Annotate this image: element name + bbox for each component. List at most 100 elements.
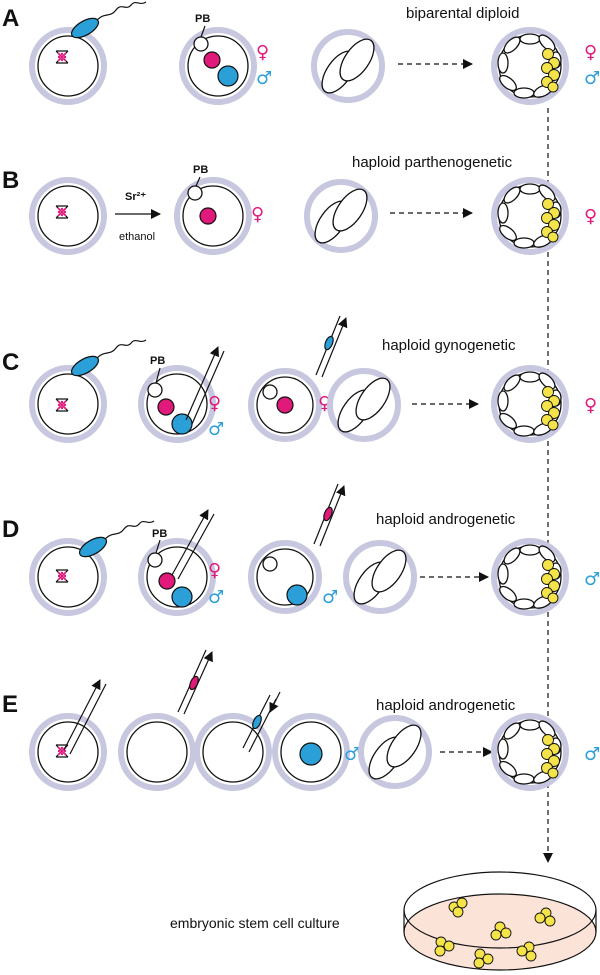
row-b: B haploid parthenogenetic Sr²⁺ ethanol P…	[2, 154, 597, 255]
row-a: A biparental diploid PB ♀ ♂ ♀ ♂	[2, 1, 600, 105]
panel-letter-d: D	[2, 516, 19, 543]
row-title-d: haploid androgenetic	[376, 511, 516, 528]
male-pronucleus	[286, 584, 308, 606]
enucleated-oocyte	[118, 713, 196, 791]
male-symbol: ♂	[584, 744, 600, 765]
es-colony	[448, 897, 468, 918]
sperm-tail	[104, 520, 155, 540]
zygote: PB	[138, 346, 225, 443]
female-pronucleus	[157, 398, 175, 416]
parthenote: PB	[174, 164, 252, 255]
female-pronucleus	[158, 572, 176, 590]
polar-body-label: PB	[193, 164, 208, 176]
female-symbol: ♀	[256, 42, 269, 63]
female-chromosomes	[189, 675, 199, 691]
male-pronucleus	[299, 742, 323, 766]
enucleation-pipette	[63, 679, 101, 751]
male-symbol: ♂	[256, 68, 272, 89]
female-pronucleus	[203, 51, 221, 69]
polar-body	[147, 382, 163, 398]
row-e: E haploid androgenetic	[2, 649, 600, 791]
blastocyst	[494, 180, 566, 252]
blastocyst	[494, 541, 566, 613]
removed-male-pronucleus	[315, 315, 348, 378]
female-symbol: ♀	[251, 204, 264, 225]
male-symbol: ♂	[584, 68, 600, 89]
polar-body	[193, 36, 209, 52]
male-pronucleus	[171, 413, 193, 435]
female-pronucleus	[276, 396, 294, 414]
es-colony	[534, 907, 556, 927]
male-pronucleus	[324, 335, 334, 351]
male-symbol: ♂	[322, 587, 338, 608]
male-pronucleus	[171, 586, 193, 608]
es-colony	[473, 948, 494, 969]
polar-body	[147, 552, 163, 568]
panel-letter-c: C	[2, 349, 19, 376]
panel-letter-e: E	[2, 691, 18, 718]
male-symbol: ♂	[208, 419, 224, 440]
female-symbol: ♀	[584, 42, 597, 63]
culture-dish: embryonic stem cell culture	[170, 871, 597, 971]
panel-letter-a: A	[2, 5, 19, 32]
male-pronucleus	[217, 65, 239, 87]
row-title-a: biparental diploid	[406, 5, 519, 22]
two-cell-embryo	[314, 32, 382, 100]
row-title-b: haploid parthenogenetic	[352, 154, 513, 171]
female-symbol: ♀	[208, 560, 221, 581]
zygote: PB	[179, 13, 257, 105]
culture-label: embryonic stem cell culture	[170, 915, 340, 931]
male-symbol: ♂	[584, 569, 600, 590]
polar-body	[187, 185, 203, 201]
female-symbol: ♀	[208, 393, 221, 414]
blastocyst	[494, 368, 566, 440]
enucleation-pipette	[171, 509, 209, 576]
two-cell-embryo	[330, 371, 398, 439]
two-cell-embryo	[307, 182, 375, 250]
es-colony	[490, 921, 512, 941]
blastocyst	[494, 30, 566, 102]
androgenetic-haploid	[248, 540, 322, 614]
two-cell-embryo	[361, 718, 429, 786]
zygote: PB	[138, 509, 216, 616]
row-title-c: haploid gynogenetic	[382, 337, 516, 354]
polar-body	[262, 384, 278, 400]
female-pronucleus	[323, 506, 333, 522]
activation-solvent: ethanol	[119, 231, 155, 243]
female-pronucleus	[199, 207, 217, 225]
polar-body-label: PB	[152, 528, 167, 540]
activation-reagent: Sr²⁺	[125, 191, 146, 203]
row-d: D haploid androgenetic PB ♀ ♂	[2, 483, 600, 616]
row-title-e: haploid androgenetic	[376, 697, 516, 714]
oocyte-enucleation	[29, 679, 107, 791]
gynogenetic-haploid	[248, 368, 322, 442]
sperm-tail	[96, 339, 147, 359]
oocyte	[29, 177, 107, 255]
sperm-head	[252, 714, 262, 730]
enucleation-pipette	[185, 346, 219, 421]
row-c: C haploid gynogenetic PB ♀ ♂	[2, 315, 597, 443]
androgenetic-haploid	[272, 713, 350, 791]
female-symbol: ♀	[584, 395, 597, 416]
sperm-head-injection	[194, 691, 281, 791]
blastocyst	[494, 716, 566, 788]
oocyte-with-sperm	[29, 1, 147, 105]
oocyte-with-sperm	[29, 520, 155, 616]
panel-letter-b: B	[2, 167, 19, 194]
polar-body	[262, 556, 278, 572]
sperm-head	[78, 536, 108, 558]
polar-body-label: PB	[195, 13, 210, 25]
removed-spindle	[177, 649, 213, 715]
polar-body-label: PB	[150, 355, 165, 367]
es-colony	[434, 936, 455, 957]
male-symbol: ♂	[208, 587, 224, 608]
es-colony	[516, 941, 537, 962]
female-symbol: ♀	[584, 206, 597, 227]
two-cell-embryo	[346, 543, 414, 611]
male-symbol: ♂	[344, 744, 360, 765]
sperm-head	[70, 355, 100, 377]
sperm-head	[70, 17, 100, 39]
oocyte-with-sperm	[29, 339, 147, 443]
removed-female-pronucleus	[313, 483, 346, 547]
